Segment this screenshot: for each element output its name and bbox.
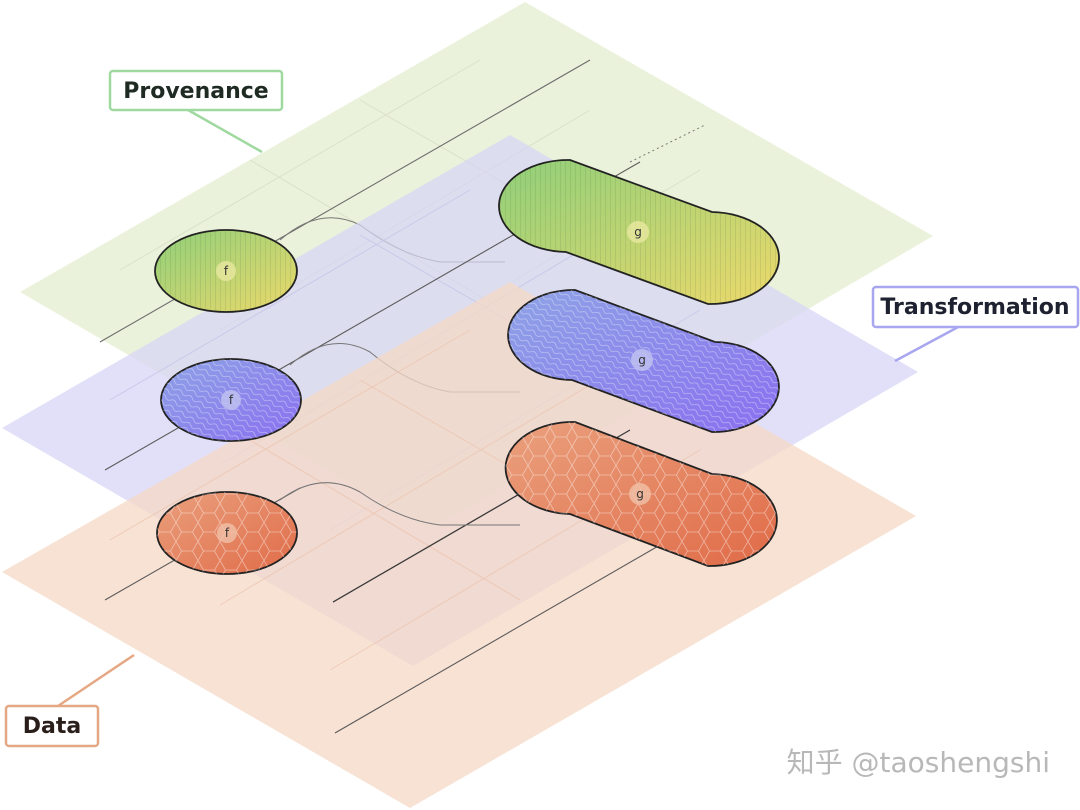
transformation-callout: Transformation <box>871 285 1080 363</box>
transformation-node-g: g <box>507 289 780 433</box>
provenance-node-f: f <box>154 229 298 313</box>
data-node-g-label: g <box>636 487 644 501</box>
data-callout: Data <box>4 653 135 748</box>
transformation-node-f-label: f <box>229 393 234 407</box>
data-node-f-label: f <box>225 526 230 540</box>
provenance-callout: Provenance <box>108 69 284 154</box>
data-node-g: g <box>504 421 778 567</box>
data-label-box <box>4 704 100 748</box>
provenance-node-f-label: f <box>224 264 229 278</box>
transformation-node-g-label: g <box>638 353 646 367</box>
provenance-node-g: g <box>498 159 780 305</box>
watermark-text: 知乎 @taoshengshi <box>787 746 1050 779</box>
transformation-label: Transformation <box>880 295 1069 320</box>
data-node-f: f <box>156 491 298 575</box>
data-label: Data <box>23 714 81 739</box>
provenance-node-g-label: g <box>634 225 642 239</box>
provenance-label: Provenance <box>123 79 268 104</box>
transformation-label-box <box>871 285 1080 329</box>
transformation-node-f: f <box>160 358 302 442</box>
provenance-label-box <box>108 69 284 112</box>
